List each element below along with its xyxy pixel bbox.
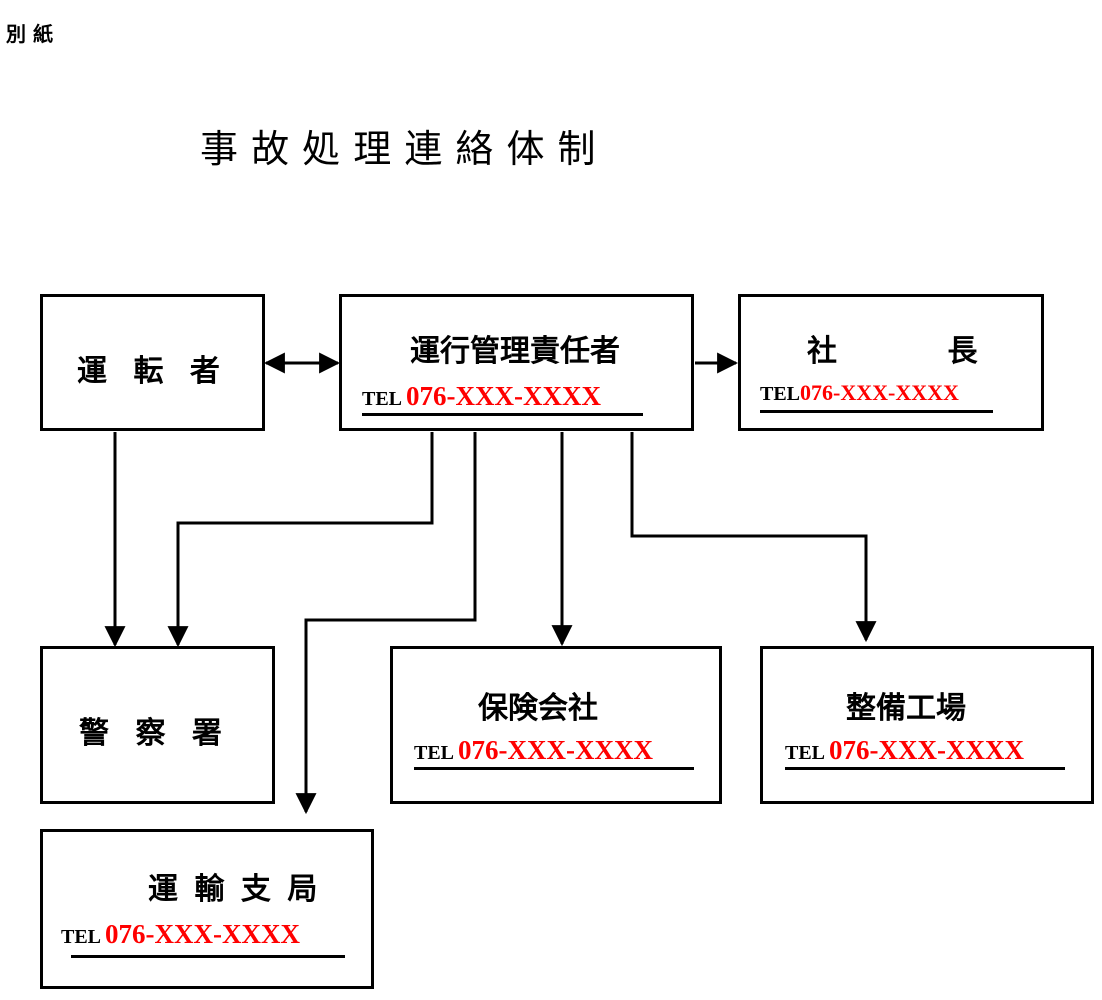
node-president-tel-number: 076-XXX-XXXX xyxy=(800,380,959,405)
edge-manager-police xyxy=(167,432,434,648)
node-police: 警 察 署 xyxy=(40,646,275,804)
node-insurance-tel-number: 076-XXX-XXXX xyxy=(458,735,654,765)
node-garage-underline xyxy=(785,767,1065,770)
node-driver-label: 運 転 者 xyxy=(77,354,228,389)
node-manager-phone: TEL 076-XXX-XXXX xyxy=(362,381,601,412)
node-transport: 運 輸 支 局 TEL 076-XXX-XXXX xyxy=(40,829,374,989)
page-label: 別 紙 xyxy=(6,22,53,46)
node-transport-underline xyxy=(71,955,345,958)
node-garage-label: 整備工場 xyxy=(846,691,966,726)
node-insurance-phone: TEL 076-XXX-XXXX xyxy=(414,735,653,766)
node-transport-tel-prefix: TEL xyxy=(61,926,102,948)
node-manager-underline xyxy=(362,413,643,416)
node-president-tel-prefix: TEL xyxy=(760,383,801,405)
edge-manager-garage xyxy=(630,432,877,643)
node-manager-label: 運行管理責任者 xyxy=(410,334,620,369)
node-insurance: 保険会社 TEL 076-XXX-XXXX xyxy=(390,646,722,804)
edge-manager-transport xyxy=(295,432,477,815)
node-police-label: 警 察 署 xyxy=(79,716,230,751)
node-president-phone: TEL076-XXX-XXXX xyxy=(760,380,959,406)
node-garage: 整備工場 TEL 076-XXX-XXXX xyxy=(760,646,1094,804)
node-manager: 運行管理責任者 TEL 076-XXX-XXXX xyxy=(339,294,694,431)
node-driver: 運 転 者 xyxy=(40,294,265,431)
node-insurance-label: 保険会社 xyxy=(478,691,598,726)
node-manager-tel-prefix: TEL xyxy=(362,388,403,410)
node-president-label: 社 長 xyxy=(807,334,978,369)
node-president: 社 長 TEL076-XXX-XXXX xyxy=(738,294,1044,431)
node-manager-tel-number: 076-XXX-XXXX xyxy=(406,381,602,411)
node-transport-phone: TEL 076-XXX-XXXX xyxy=(61,919,300,950)
node-garage-tel-prefix: TEL xyxy=(785,742,826,764)
node-transport-tel-number: 076-XXX-XXXX xyxy=(105,919,301,949)
node-insurance-tel-prefix: TEL xyxy=(414,742,455,764)
node-garage-tel-number: 076-XXX-XXXX xyxy=(829,735,1025,765)
node-president-underline xyxy=(760,410,993,413)
node-transport-label: 運 輸 支 局 xyxy=(148,872,321,907)
node-garage-phone: TEL 076-XXX-XXXX xyxy=(785,735,1024,766)
node-insurance-underline xyxy=(414,767,694,770)
page-title: 事 故 処 理 連 絡 体 制 xyxy=(200,127,597,171)
